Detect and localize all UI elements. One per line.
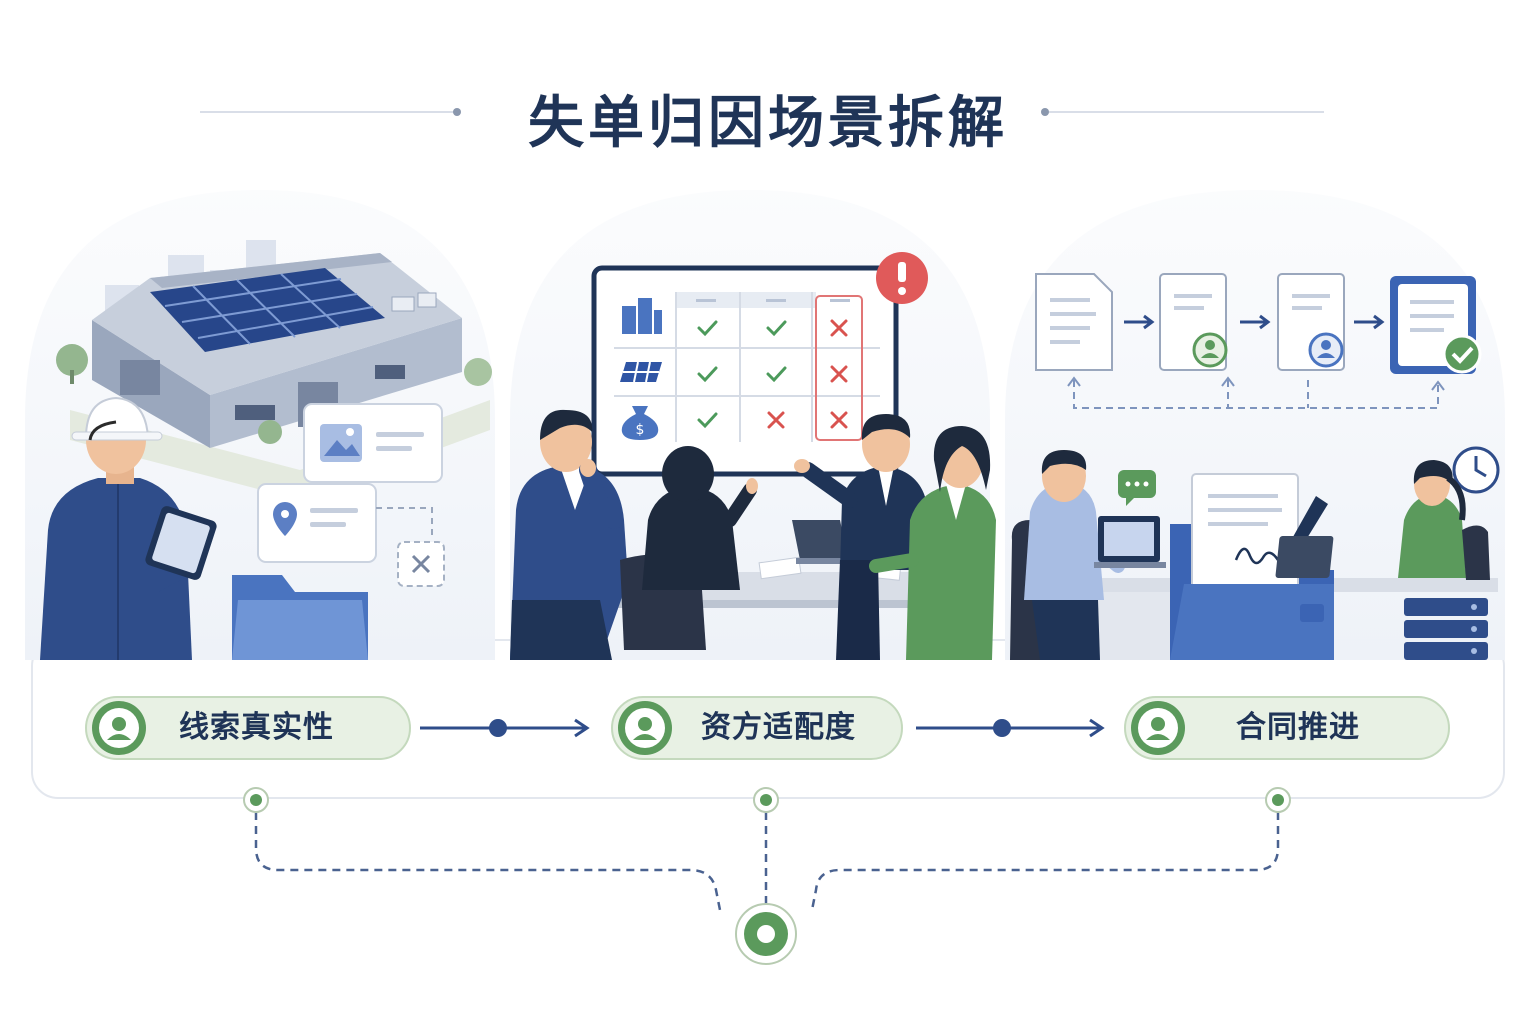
meeting-person-1 xyxy=(510,409,628,660)
cross-icon xyxy=(767,411,785,429)
location-pin-icon xyxy=(257,483,377,563)
page-title: 失单归因场景拆解 xyxy=(528,91,1008,156)
check-icon xyxy=(697,366,718,383)
cross-icon xyxy=(830,365,848,383)
meeting-person-2 xyxy=(642,446,758,590)
solar-rooftop-factory-icon xyxy=(92,253,462,448)
stage-label-3: 合同推进 xyxy=(1236,710,1360,745)
building-icon xyxy=(622,298,662,334)
stage-arrow-2 xyxy=(916,718,1105,738)
title-bar: 失单归因场景拆解 xyxy=(0,72,1536,156)
matrix-board xyxy=(591,265,899,477)
document-icon xyxy=(1035,273,1113,371)
stage-pill-2[interactable]: 资方适配度 xyxy=(611,696,903,760)
check-icon xyxy=(697,320,718,337)
meeting-scene: $ xyxy=(510,252,996,660)
stage-pill-1[interactable]: 线索真实性 xyxy=(85,696,411,760)
meeting-person-3 xyxy=(794,414,932,660)
attribution-connector xyxy=(243,787,1291,965)
user-icon xyxy=(1131,701,1185,755)
user-icon xyxy=(92,701,146,755)
cross-icon xyxy=(830,319,848,337)
tablet-icon xyxy=(145,506,217,580)
hard-hat-worker-icon xyxy=(40,396,196,660)
image-card-icon xyxy=(303,403,443,483)
check-icon xyxy=(766,320,787,337)
contract-scene xyxy=(1010,273,1500,660)
close-icon xyxy=(397,541,445,587)
site-survey-scene xyxy=(40,240,492,660)
contract-person-2 xyxy=(1398,460,1490,580)
money-bag-icon: $ xyxy=(621,406,659,440)
alert-icon xyxy=(876,252,928,304)
title-rule-right xyxy=(1049,111,1324,113)
meeting-person-4 xyxy=(869,426,996,660)
stage-label-2: 资方适配度 xyxy=(701,710,856,745)
clock-icon xyxy=(1452,446,1500,494)
document-user-icon xyxy=(1159,273,1228,371)
svg-text:$: $ xyxy=(636,422,645,438)
server-stack-icon xyxy=(1404,598,1488,660)
solar-panel-icon xyxy=(620,361,662,383)
cross-icon xyxy=(830,411,848,429)
document-user-icon-2 xyxy=(1277,273,1345,371)
folder-icon xyxy=(232,575,368,660)
user-icon xyxy=(618,701,672,755)
title-dot-right xyxy=(1041,108,1049,116)
stage-pill-3[interactable]: 合同推进 xyxy=(1124,696,1450,760)
check-icon xyxy=(697,412,718,429)
check-icon xyxy=(766,366,787,383)
contract-person-1 xyxy=(1010,450,1125,660)
document-approved-icon xyxy=(1390,276,1482,374)
title-rule-left xyxy=(200,111,455,113)
stage-arrow-1 xyxy=(420,718,590,738)
file-tray-icon xyxy=(1170,473,1334,660)
chat-icon xyxy=(1118,470,1156,506)
title-dot-left xyxy=(453,108,461,116)
stage-label-1: 线索真实性 xyxy=(179,710,334,745)
matrix-marks xyxy=(697,319,848,429)
